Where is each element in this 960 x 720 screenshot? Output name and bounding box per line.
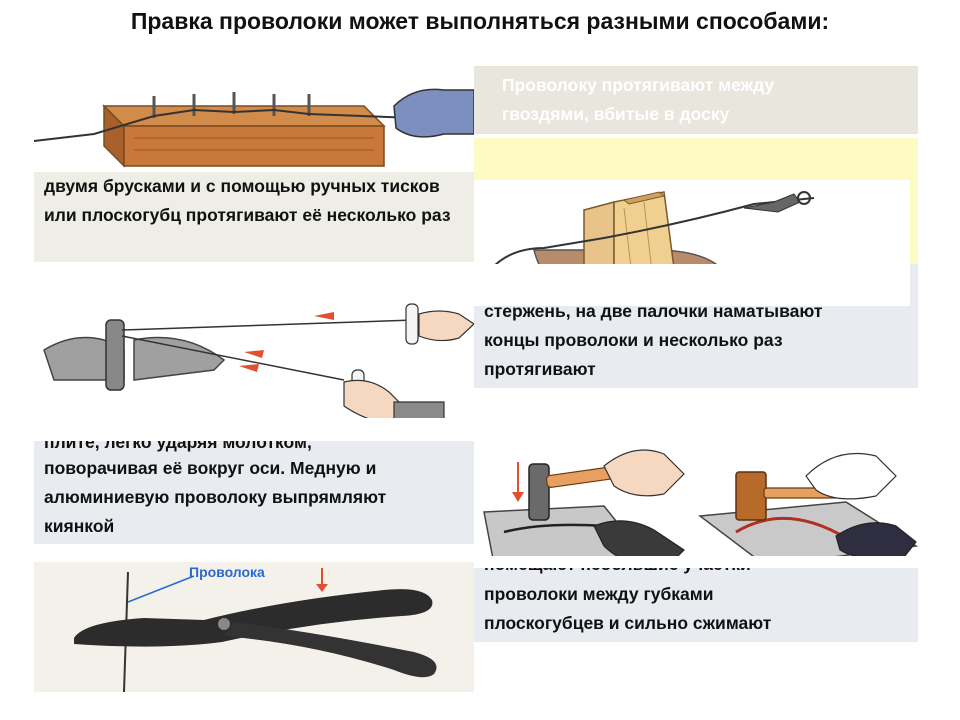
- mallet-picture-bottom-cover: [474, 556, 918, 568]
- pliers-text-block: помещают небольшие участки проволоки меж…: [474, 560, 918, 642]
- slide-title: Правка проволоки может выполняться разны…: [130, 8, 830, 34]
- hammer-text-line-1: поворачивая её вокруг оси. Медную и: [44, 458, 377, 478]
- bars-text-block: двумя брусками и с помощью ручных тисков…: [34, 172, 474, 262]
- mallet-picture: [696, 436, 918, 568]
- rod-text-line-1: стержень, на две палочки наматывают: [484, 301, 823, 321]
- bars-text: двумя брусками и с помощью ручных тисков…: [44, 176, 451, 225]
- pliers-text-line-1: проволоки между губками: [484, 584, 714, 604]
- rod-picture: [34, 300, 474, 435]
- hammer-text-line-2: алюминиевую проволоку выпрямляют: [44, 487, 387, 507]
- rod-picture-overlap: [474, 264, 910, 306]
- nails-text: Проволоку протягивают между гвоздями, вб…: [502, 75, 775, 124]
- wire-label: Проволока: [189, 564, 265, 580]
- nails-text-block: Проволоку протягивают между гвоздями, вб…: [474, 66, 918, 134]
- rod-picture-bottom-cover: [34, 418, 474, 441]
- pliers-picture: Проволока: [34, 562, 474, 692]
- rod-text-line-3: протягивают: [484, 359, 596, 379]
- hammer-picture: [474, 436, 696, 568]
- hammer-text-line-3: киянкой: [44, 516, 115, 536]
- rod-text-line-2: концы проволоки и несколько раз: [484, 330, 783, 350]
- nails-board-picture: [34, 66, 474, 176]
- hammer-text-block: плите, легко ударяя молотком, поворачива…: [34, 430, 474, 544]
- pliers-text-line-2: плоскогубцев и сильно сжимают: [484, 613, 772, 633]
